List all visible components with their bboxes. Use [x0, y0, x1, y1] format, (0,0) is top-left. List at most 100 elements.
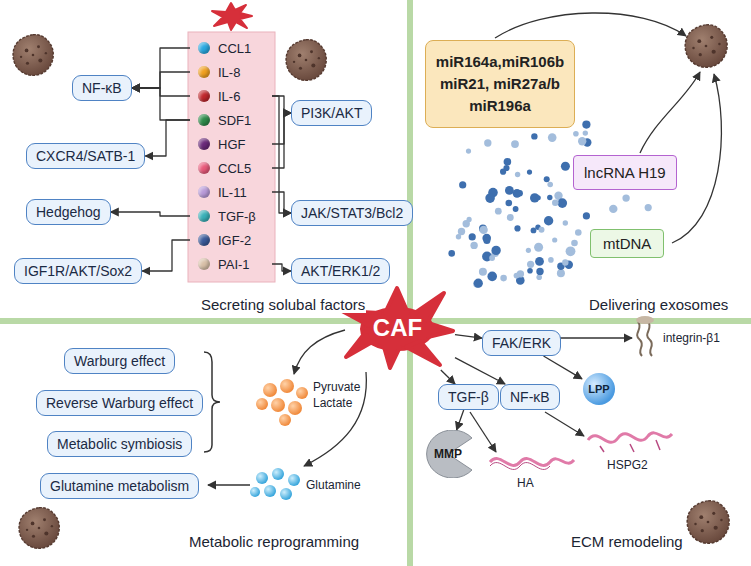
panel-title: ECM remodeling	[570, 533, 684, 550]
exosome-dot	[563, 220, 568, 225]
signal-arrow	[132, 88, 190, 120]
signal-arrow	[272, 113, 291, 144]
node-text: IL-6	[218, 89, 240, 104]
pathway-box: Hedgehog	[26, 199, 111, 225]
factor-dot	[198, 210, 210, 222]
signal-arrow	[132, 48, 190, 88]
factor-dot	[198, 234, 210, 246]
factor-item: SDF1	[190, 110, 272, 130]
pathway-box: CXCR4/SATB-1	[26, 143, 145, 169]
exosome-dot	[470, 242, 477, 249]
panel-title: Secreting solubal factors	[200, 296, 366, 313]
node-text: IGF-2	[218, 233, 251, 248]
exosome-dot	[583, 212, 590, 219]
node-text: AKT/ERK1/2	[301, 263, 380, 279]
exosome-dot	[547, 182, 553, 188]
molecule-label: integrin-β1	[662, 331, 721, 345]
exosome-dot	[548, 133, 557, 142]
node-text: Glutamine metabolism	[50, 478, 189, 494]
exosome-dot	[536, 195, 541, 200]
exosome-dot	[505, 186, 514, 195]
signal-arrow	[544, 356, 583, 379]
factor-item: IL-11	[190, 182, 272, 202]
exosome-dot	[515, 172, 520, 177]
panel-title: Metabolic reprogramming	[188, 533, 360, 550]
exosome-dot	[506, 200, 513, 207]
exosome-dot	[489, 255, 495, 261]
exosome-dot	[552, 199, 559, 206]
exosome-dot	[487, 272, 497, 282]
node-text: IL-11	[218, 185, 247, 200]
pathway-box: NF-κB	[72, 75, 132, 101]
molecule-label: Pyruvate	[312, 380, 361, 394]
exosome-dot	[513, 206, 519, 212]
exosome-dot	[558, 198, 568, 208]
pathway-box: PI3K/AKT	[291, 100, 372, 126]
factor-dot	[198, 114, 210, 126]
exosome-dot	[562, 259, 568, 265]
exosome-dot	[469, 233, 476, 240]
node-text: CXCR4/SATB-1	[36, 148, 135, 164]
signal-arrow	[272, 264, 291, 271]
node-text: PAI-1	[218, 257, 250, 272]
node-text: LPP	[588, 383, 609, 395]
factor-dot	[198, 186, 210, 198]
factor-item: CCL1	[190, 38, 272, 58]
exosome-dot	[609, 205, 617, 213]
exosome-dot	[534, 243, 543, 252]
signal-arrow	[455, 358, 505, 384]
node-text: NF-κB	[510, 389, 550, 405]
molecule-label: Lactate	[312, 396, 353, 410]
node-text: JAK/STAT3/Bcl2	[301, 205, 403, 221]
signal-arrow	[457, 410, 464, 430]
exosome-dot	[466, 149, 471, 154]
exosome-dot	[557, 269, 565, 277]
exosome-dot	[561, 162, 570, 171]
exosome-dot	[491, 246, 500, 255]
exosome-dot	[448, 250, 455, 257]
signal-arrow	[132, 88, 190, 96]
node-text: TGF-β	[218, 209, 256, 224]
factor-item: PAI-1	[190, 254, 272, 274]
node-text: PI3K/AKT	[301, 105, 362, 121]
molecule-label: HSPG2	[606, 458, 649, 472]
exosome-dot	[495, 208, 502, 215]
pathway-box: Reverse Warburg effect	[36, 390, 203, 416]
factor-item: TGF-β	[190, 206, 272, 226]
node-text: lncRNA H19	[584, 164, 666, 181]
factor-item: IGF-2	[190, 230, 272, 250]
node-text: Hedgehog	[36, 204, 101, 220]
pathway-box: NF-κB	[500, 384, 560, 410]
factor-item: CCL5	[190, 158, 272, 178]
exosome-dot	[575, 229, 582, 236]
exosome-dot	[500, 275, 507, 282]
panel-title: Delivering exosomes	[588, 296, 729, 313]
node-text: mtDNA	[603, 235, 651, 252]
exosome-dot	[526, 248, 531, 253]
node-text: NF-κB	[82, 80, 122, 96]
exosome-dot	[485, 193, 495, 203]
node-text: CCL1	[218, 41, 251, 56]
node-text: Reverse Warburg effect	[46, 395, 193, 411]
exosome-dot	[474, 279, 483, 288]
exosome-dot	[484, 139, 491, 146]
node-text: Metabolic symbiosis	[57, 436, 182, 452]
exosome-dot	[536, 268, 543, 275]
exosome-dot	[582, 121, 590, 129]
signal-arrow	[132, 72, 190, 88]
node-text: MMP	[434, 447, 462, 461]
factor-dot	[198, 90, 210, 102]
molecule-label: Glutamine	[305, 478, 362, 492]
signal-arrow	[441, 370, 455, 384]
signal-arrow	[272, 96, 291, 113]
exosome-dot	[578, 137, 586, 145]
exosome-dot	[514, 273, 520, 279]
exosome-dot	[527, 268, 533, 274]
node-text: FAK/ERK	[492, 335, 551, 351]
pathway-box: Metabolic symbiosis	[47, 431, 192, 457]
exosome-dot	[566, 246, 576, 256]
exosome-dot	[573, 131, 579, 137]
pathway-box: FAK/ERK	[482, 330, 561, 356]
lpp-ball: LPP	[582, 372, 616, 406]
factor-dot	[198, 42, 210, 54]
